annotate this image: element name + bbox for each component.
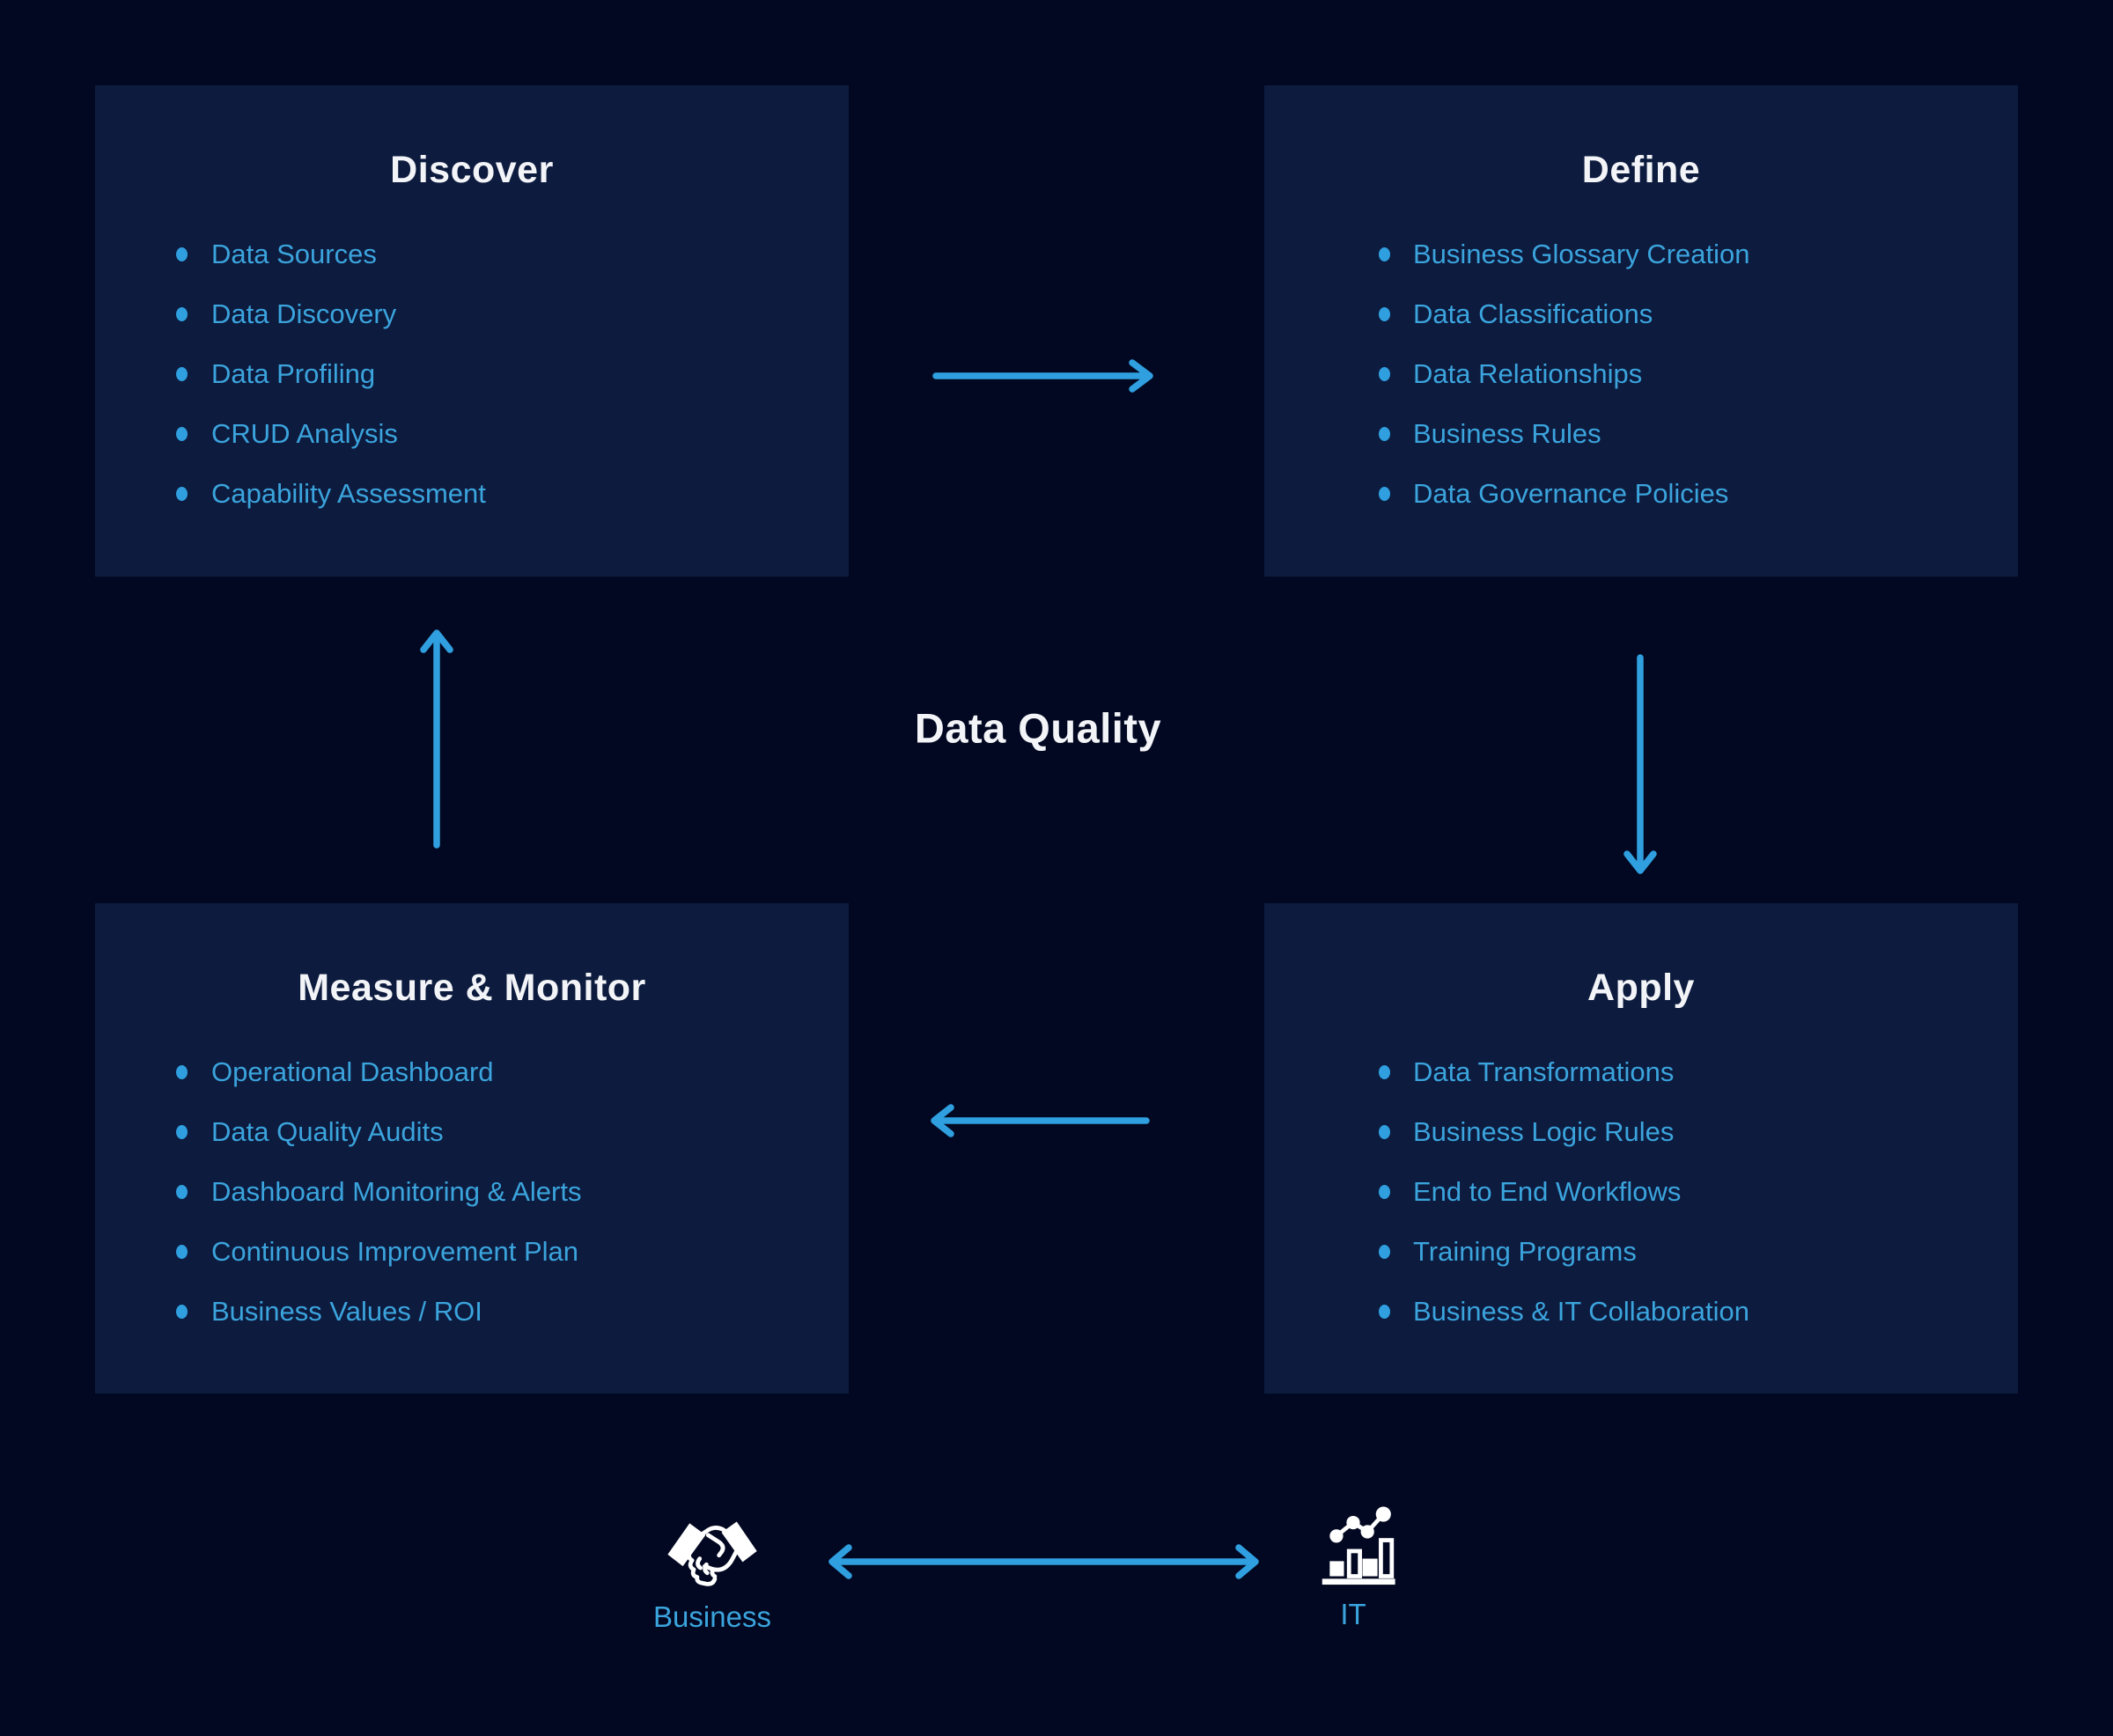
list-item: Dashboard Monitoring & Alerts <box>95 1162 849 1222</box>
list-item: Training Programs <box>1264 1222 2018 1282</box>
panel-item-list: Data Transformations Business Logic Rule… <box>1264 1042 2018 1342</box>
analytics-chart-icon <box>1322 1506 1395 1585</box>
panel-title: Apply <box>1587 967 1695 1009</box>
panel-measure-monitor: Measure & Monitor Operational Dashboard … <box>95 903 849 1394</box>
panel-item-list: Data Sources Data Discovery Data Profili… <box>95 224 849 524</box>
panel-title: Discover <box>390 149 554 191</box>
list-item: Data Governance Policies <box>1264 464 2018 524</box>
panel-title: Define <box>1581 149 1701 191</box>
actor-label-business: Business <box>653 1600 771 1633</box>
list-item: Business Logic Rules <box>1264 1102 2018 1162</box>
panel-item-list: Operational Dashboard Data Quality Audit… <box>95 1042 849 1342</box>
actor-label-it: IT <box>1340 1598 1366 1630</box>
list-item: Data Quality Audits <box>95 1102 849 1162</box>
arrow-right-icon <box>932 359 1153 393</box>
panel-item-list: Business Glossary Creation Data Classifi… <box>1264 224 2018 524</box>
list-item: End to End Workflows <box>1264 1162 2018 1222</box>
arrow-up-icon <box>420 629 453 849</box>
arrow-down-icon <box>1623 654 1657 874</box>
list-item: Data Transformations <box>1264 1042 2018 1102</box>
panel-define: Define Business Glossary Creation Data C… <box>1264 85 2018 577</box>
list-item: Continuous Improvement Plan <box>95 1222 849 1282</box>
list-item: Operational Dashboard <box>95 1042 849 1102</box>
list-item: Data Sources <box>95 224 849 284</box>
handshake-icon <box>667 1521 757 1586</box>
double-arrow-icon <box>828 1544 1259 1579</box>
panel-discover: Discover Data Sources Data Discovery Dat… <box>95 85 849 577</box>
list-item: Business Rules <box>1264 404 2018 464</box>
list-item: Business Values / ROI <box>95 1282 849 1342</box>
list-item: Data Classifications <box>1264 284 2018 344</box>
list-item: Business Glossary Creation <box>1264 224 2018 284</box>
list-item: Data Relationships <box>1264 344 2018 404</box>
actor-business: Business <box>653 1512 771 1634</box>
actor-it: IT <box>1310 1497 1396 1631</box>
panel-apply: Apply Data Transformations Business Logi… <box>1264 903 2018 1394</box>
list-item: Data Discovery <box>95 284 849 344</box>
list-item: CRUD Analysis <box>95 404 849 464</box>
list-item: Capability Assessment <box>95 464 849 524</box>
list-item: Business & IT Collaboration <box>1264 1282 2018 1342</box>
center-label-data-quality: Data Quality <box>914 704 1162 752</box>
panel-title: Measure & Monitor <box>298 967 646 1009</box>
list-item: Data Profiling <box>95 344 849 404</box>
arrow-left-icon <box>931 1104 1150 1137</box>
